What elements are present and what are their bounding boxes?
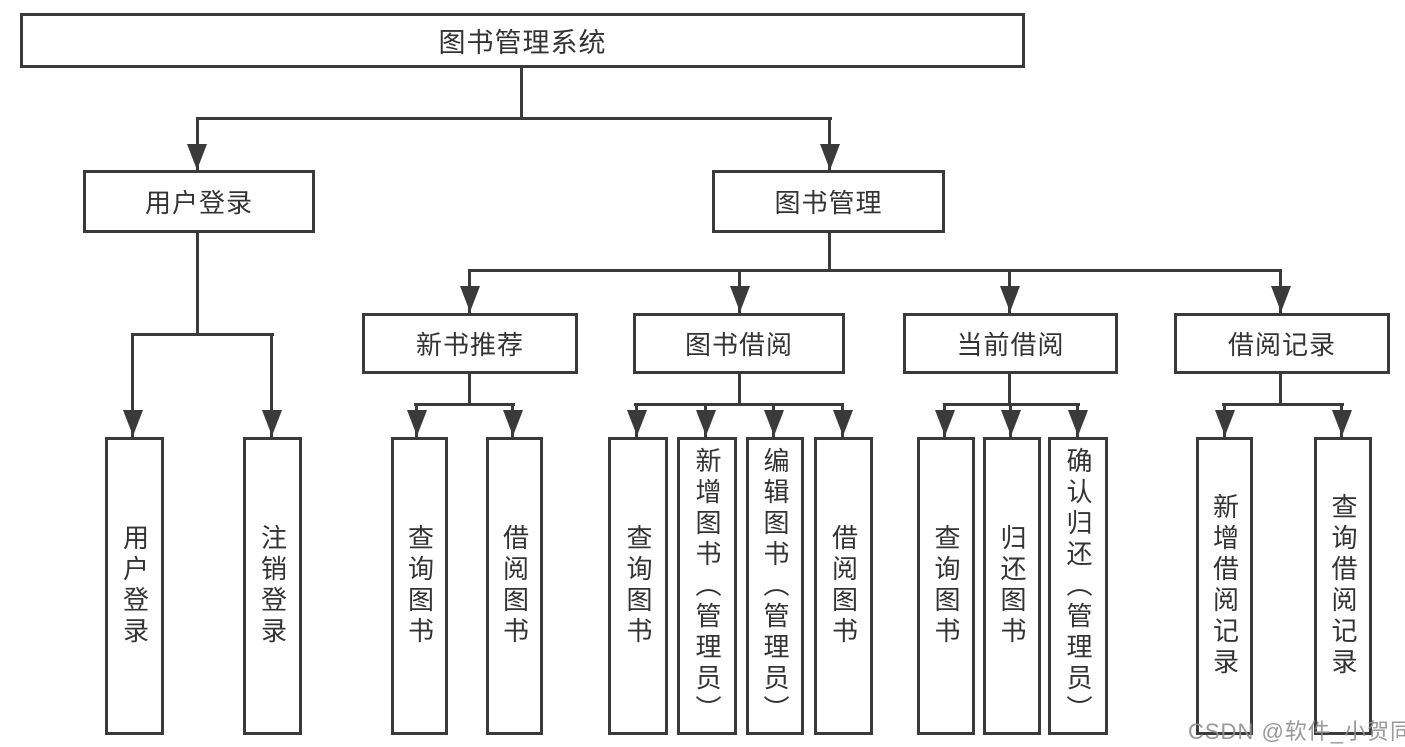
arrowhead-icon — [1332, 410, 1352, 436]
node-book-borrow: 图书借阅 — [633, 313, 845, 374]
connector-stem — [738, 374, 741, 405]
leaf-user-login-label: 用户登录 — [119, 524, 150, 648]
connector-book-mgmt-stem — [828, 233, 831, 272]
leaf-add-books-admin: 新增图书（管理员） — [677, 437, 737, 735]
connector-rail — [1222, 403, 1344, 406]
leaf-confirm-return-admin: 确认归还（管理员） — [1048, 437, 1108, 735]
leaf-return-books: 归还图书 — [983, 437, 1041, 735]
arrowhead-icon — [833, 410, 853, 436]
leaf-query-borrow-record: 查询借阅记录 — [1314, 437, 1372, 735]
leaf-borrow-books-label: 借阅图书 — [828, 524, 859, 648]
arrowhead-icon — [503, 410, 523, 436]
node-borrow-records: 借阅记录 — [1174, 313, 1390, 374]
connector-user-login-drop — [196, 117, 199, 170]
leaf-query-books-recommend: 查询图书 — [391, 437, 448, 735]
connector-stem — [468, 374, 471, 405]
connector-drop — [131, 333, 134, 437]
arrowhead-icon — [262, 410, 282, 436]
leaf-query-books-current: 查询图书 — [917, 437, 975, 735]
arrowhead-icon — [627, 410, 647, 436]
leaf-logout: 注销登录 — [243, 437, 302, 735]
leaf-add-borrow-record: 新增借阅记录 — [1196, 437, 1253, 735]
arrowhead-icon — [1001, 410, 1021, 436]
connector-user-login-rail — [131, 333, 274, 336]
connector-stem — [1008, 374, 1011, 405]
leaf-logout-label: 注销登录 — [257, 524, 288, 648]
leaf-edit-books-admin-label: 编辑图书（管理员） — [760, 446, 790, 726]
leaf-user-login: 用户登录 — [105, 437, 164, 735]
arrowhead-icon — [820, 144, 840, 170]
leaf-edit-books-admin: 编辑图书（管理员） — [746, 437, 804, 735]
arrowhead-icon — [935, 410, 955, 436]
connector-user-login-stem — [196, 233, 199, 336]
node-book-management-label: 图书管理 — [774, 188, 883, 218]
arrowhead-icon — [1000, 286, 1020, 312]
node-root-system: 图书管理系统 — [20, 13, 1025, 68]
arrowhead-icon — [460, 286, 480, 312]
arrowhead-icon — [730, 286, 750, 312]
leaf-query-borrow-record-label: 查询借阅记录 — [1328, 493, 1358, 679]
arrowhead-icon — [1271, 286, 1291, 312]
leaf-add-borrow-record-label: 新增借阅记录 — [1209, 493, 1240, 679]
arrowhead-icon — [1068, 410, 1088, 436]
connector-level2-rail — [196, 117, 832, 120]
node-root-label: 图书管理系统 — [438, 28, 607, 58]
node-user-login-label: 用户登录 — [144, 188, 253, 218]
csdn-watermark: CSDN @软件_小贺同学 — [1188, 719, 1405, 744]
node-new-book-recommend-label: 新书推荐 — [415, 330, 524, 360]
connector-rail — [634, 403, 844, 406]
leaf-add-books-admin-label: 新增图书（管理员） — [692, 446, 722, 726]
node-current-borrow: 当前借阅 — [903, 313, 1118, 374]
node-borrow-records-label: 借阅记录 — [1227, 330, 1336, 360]
leaf-borrow-books-recommend: 借阅图书 — [486, 437, 543, 735]
leaf-query-books-current-label: 查询图书 — [931, 524, 961, 648]
connector-drop — [270, 333, 273, 437]
arrowhead-icon — [1215, 410, 1235, 436]
leaf-query-books-borrow-label: 查询图书 — [623, 524, 653, 648]
node-book-borrow-label: 图书借阅 — [684, 330, 793, 360]
connector-root-stem — [520, 68, 523, 118]
arrowhead-icon — [696, 410, 716, 436]
connector-book-mgmt-drop — [828, 117, 831, 170]
leaf-query-books-borrow: 查询图书 — [608, 437, 668, 735]
node-current-borrow-label: 当前借阅 — [956, 330, 1065, 360]
node-book-management: 图书管理 — [712, 170, 945, 233]
connector-level3-rail — [468, 269, 1282, 272]
arrowhead-icon — [764, 410, 784, 436]
leaf-confirm-return-admin-label: 确认归还（管理员） — [1063, 446, 1093, 726]
connector-rail — [414, 403, 515, 406]
leaf-return-books-label: 归还图书 — [997, 524, 1027, 648]
leaf-borrow-books: 借阅图书 — [814, 437, 873, 735]
arrowhead-icon — [187, 144, 207, 170]
arrowhead-icon — [123, 410, 143, 436]
node-user-login: 用户登录 — [83, 170, 315, 233]
node-new-book-recommend: 新书推荐 — [362, 313, 578, 374]
leaf-borrow-books-recommend-label: 借阅图书 — [499, 524, 530, 648]
connector-stem — [1279, 374, 1282, 405]
arrowhead-icon — [407, 410, 427, 436]
leaf-query-books-recommend-label: 查询图书 — [404, 524, 435, 648]
